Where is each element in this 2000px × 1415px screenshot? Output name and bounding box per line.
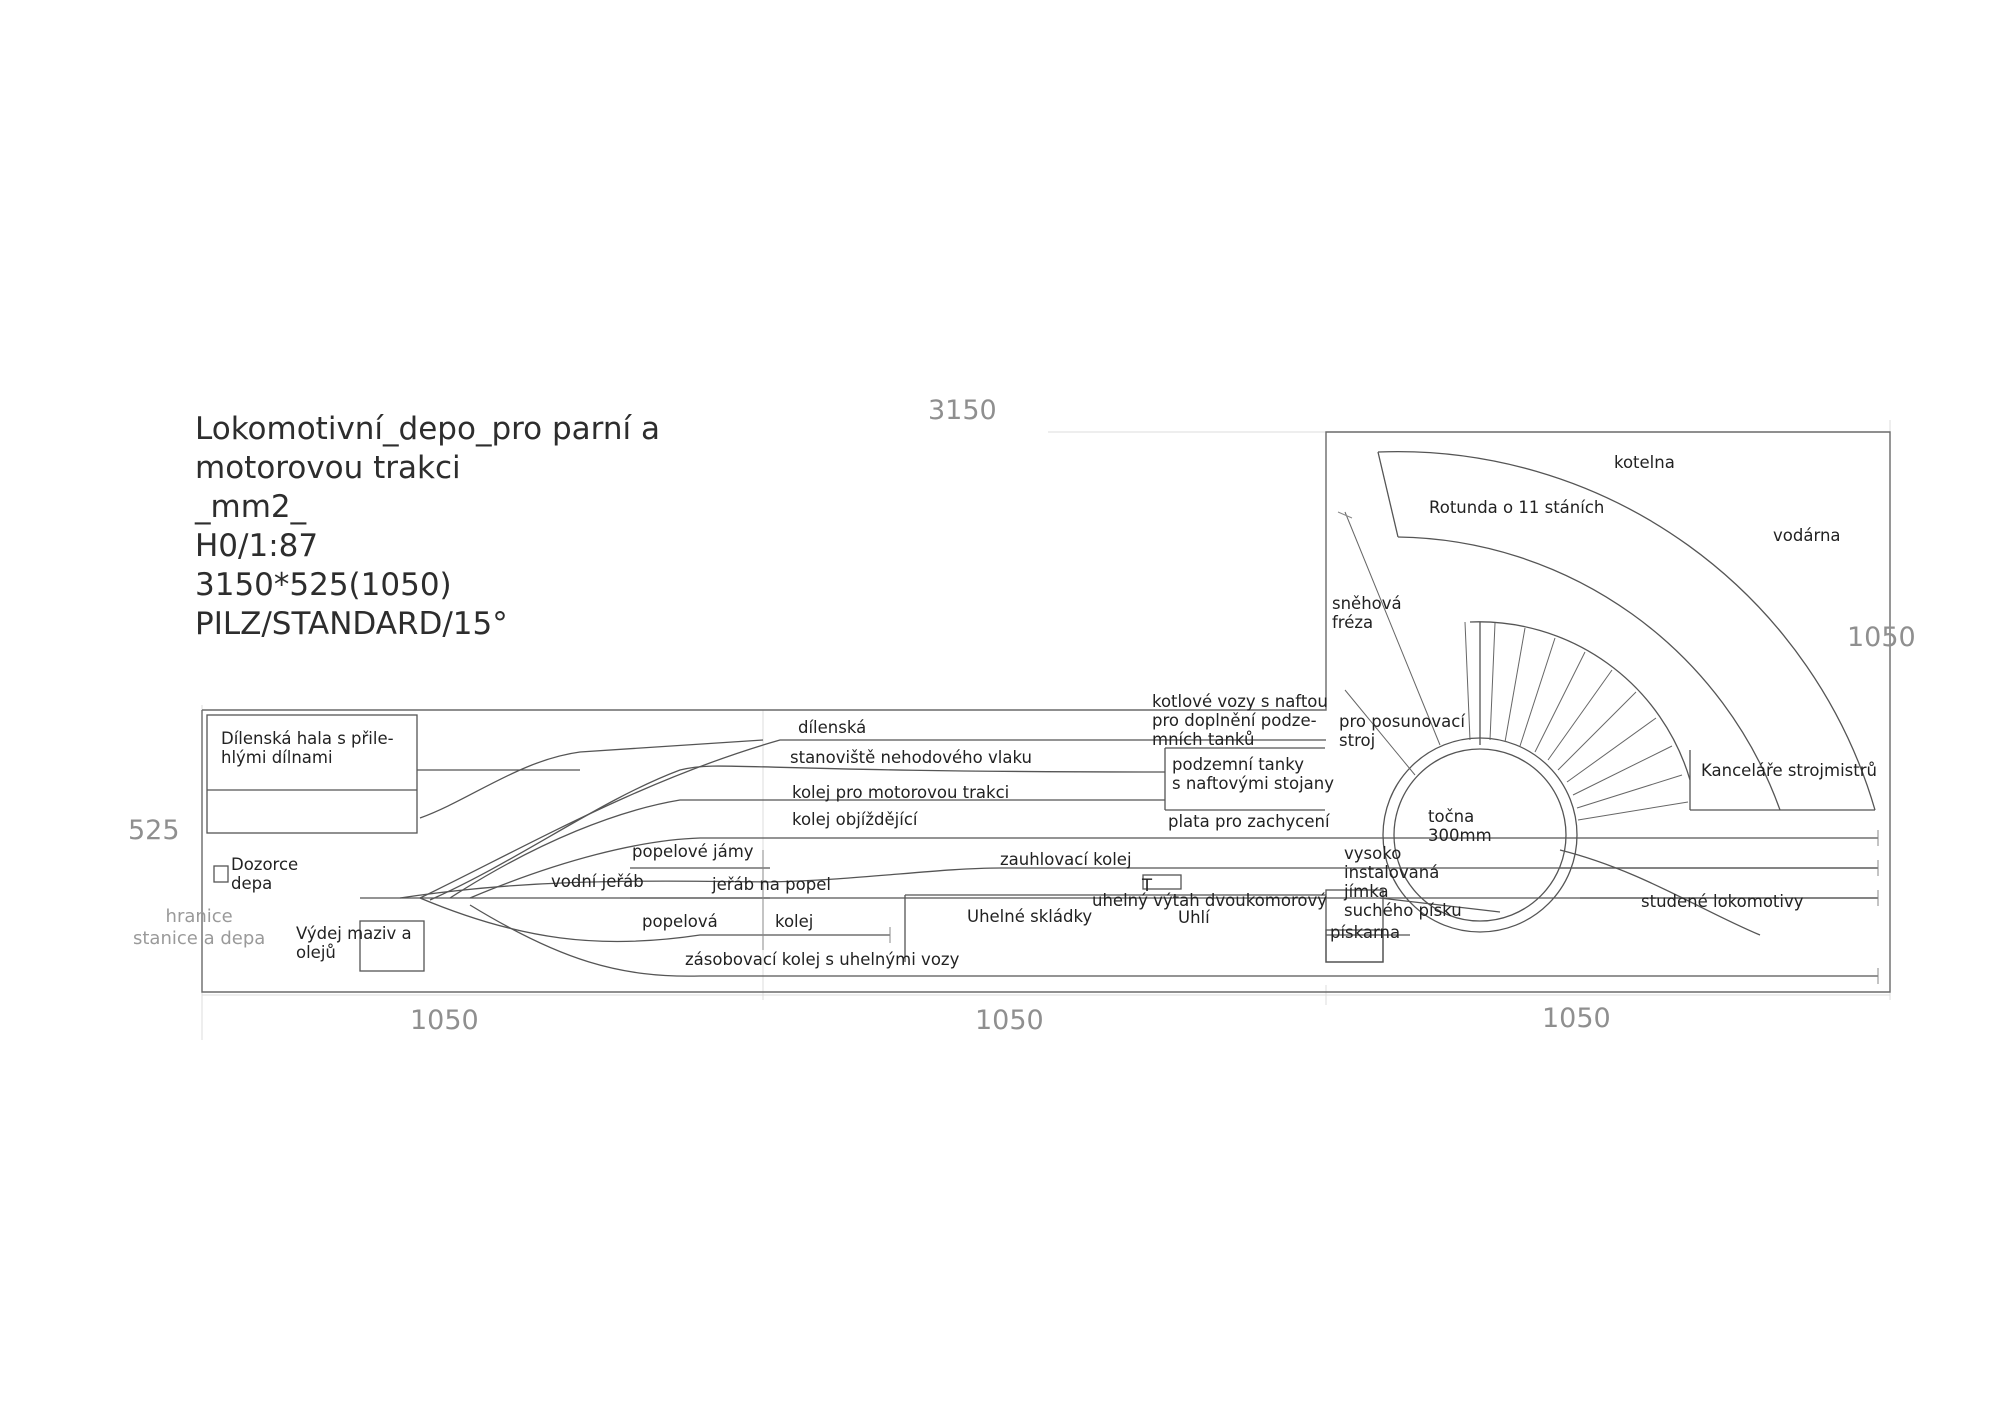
title-line-6: PILZ/STANDARD/15° <box>195 606 508 642</box>
label-water-tower: vodárna <box>1773 526 1841 545</box>
dimension-bottom-1: 1050 <box>410 1005 479 1036</box>
label-catch-plates: plata pro zachycení <box>1168 812 1330 831</box>
label-coal-lift: uhelný výtah dvoukomorový <box>1092 891 1327 910</box>
title-line-1: Lokomotivní_depo_pro parní a <box>195 411 660 447</box>
label-snow-blower: sněhová fréza <box>1332 594 1402 632</box>
dimension-bottom-2: 1050 <box>975 1005 1044 1036</box>
label-track: kolej <box>775 912 814 931</box>
label-underground-tanks: podzemní tanky s naftovými stojany <box>1172 755 1335 793</box>
title-line-5: 3150*525(1050) <box>195 567 452 603</box>
tracks <box>360 739 1878 977</box>
label-supply-track: zásobovací kolej s uhelnými vozy <box>685 950 960 969</box>
label-coal-stores: Uhelné skládky <box>967 907 1093 926</box>
label-tank-wagons: kotlové vozy s naftou pro doplnění podze… <box>1152 692 1328 749</box>
label-cold-locomotives: studené lokomotivy <box>1641 892 1804 911</box>
label-shunter: pro posunovací stroj <box>1339 712 1465 750</box>
label-ash-crane: jeřáb na popel <box>712 875 831 894</box>
label-sand-tank: vysoko instalovaná jímka suchého písku <box>1344 844 1462 920</box>
label-breakdown-train: stanoviště nehodového vlaku <box>790 748 1032 767</box>
label-ash-pits: popelové jámy <box>632 842 754 861</box>
dimension-right: 1050 <box>1847 622 1916 653</box>
turntable-stalls <box>1344 511 1689 821</box>
label-T: T <box>1142 876 1153 895</box>
label-workshop-hall: Dílenská hala s přile- hlými dílnami <box>221 729 394 767</box>
label-roundhouse: Rotunda o 11 stáních <box>1429 498 1605 517</box>
label-bypass-track: kolej objíždějící <box>792 810 918 829</box>
label-diesel-track: kolej pro motorovou trakci <box>792 783 1010 802</box>
dimension-bottom-3: 1050 <box>1542 1003 1611 1034</box>
board-outline <box>201 431 1891 993</box>
title-block: Lokomotivní_depo_pro parní a motorovou t… <box>195 410 660 644</box>
title-line-2: motorovou trakci <box>195 450 461 486</box>
label-depot-supervisor: Dozorce depa <box>231 855 299 893</box>
label-turntable: točna 300mm <box>1428 807 1492 845</box>
label-water-crane: vodní jeřáb <box>551 872 644 891</box>
dimension-left: 525 <box>128 815 180 846</box>
label-station-boundary: hranice stanice a depa <box>133 906 266 949</box>
label-sanding-house: pískarna <box>1330 923 1401 942</box>
label-coal: Uhlí <box>1178 908 1210 927</box>
label-boiler-house: kotelna <box>1614 453 1675 472</box>
label-lubricant-dispensary: Výdej maziv a olejů <box>296 924 412 962</box>
label-workshop-track: dílenská <box>798 718 867 737</box>
track-stops <box>762 511 1879 984</box>
dimension-top: 3150 <box>928 395 997 426</box>
title-line-4: H0/1:87 <box>195 528 319 564</box>
label-ash-track: popelová <box>642 912 718 931</box>
label-offices: Kanceláře strojmistrů <box>1701 761 1877 780</box>
label-coaling-track: zauhlovací kolej <box>1000 850 1132 869</box>
title-line-3: _mm2_ <box>195 489 307 525</box>
roundhouse <box>1377 450 1876 933</box>
